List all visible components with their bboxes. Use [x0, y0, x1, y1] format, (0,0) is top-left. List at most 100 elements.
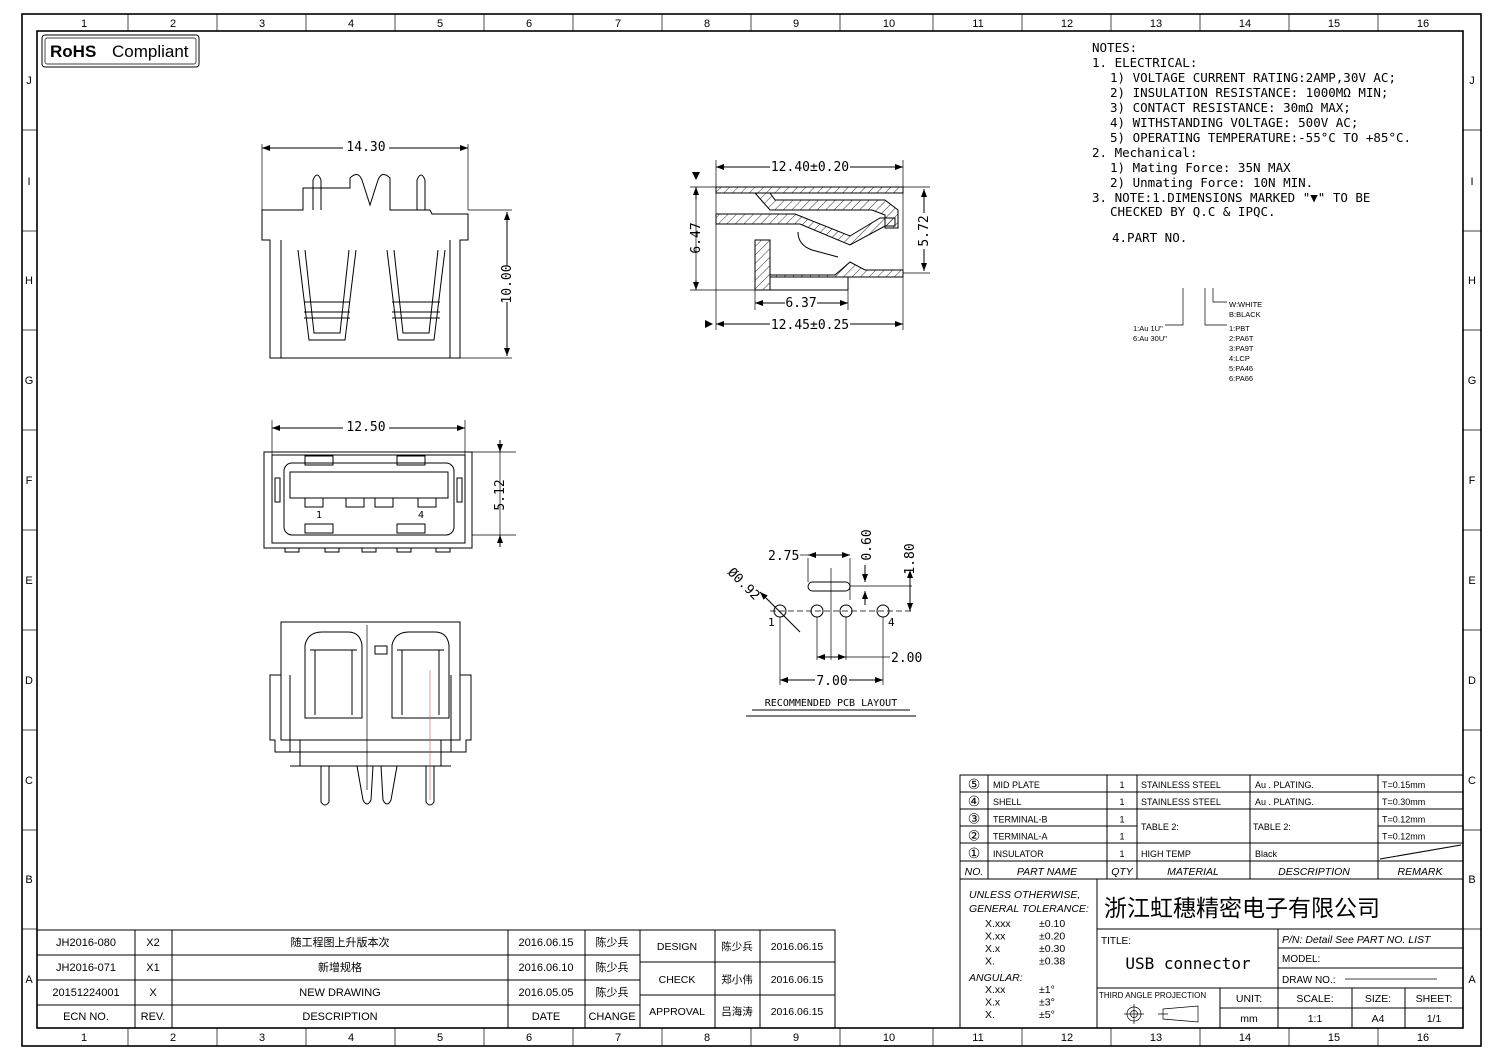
bom-material: HIGH TEMP: [1141, 849, 1191, 859]
dim-front-width: 12.50: [346, 420, 385, 435]
grid-column-label: 15: [1328, 1032, 1340, 1044]
opt-plating-6: 6:Au 30U": [1133, 334, 1167, 343]
grid-column-labels: 1122334455667788991010111112121313141415…: [81, 18, 1429, 1044]
front-pin4-label: 4: [418, 510, 424, 521]
projection-label: THIRD ANGLE PROJECTION: [1099, 991, 1206, 1000]
grid-column-label: 13: [1150, 18, 1162, 30]
grid-column-label: 1: [81, 18, 87, 30]
grid-column-label: 8: [704, 18, 710, 30]
bom-qty: 1: [1119, 797, 1124, 807]
rev-description: 新增规格: [318, 960, 362, 974]
dim-top-height: 10.00: [500, 264, 515, 303]
title-label: TITLE:: [1101, 936, 1131, 947]
rev-number: X: [149, 987, 157, 999]
bom-header-qty: QTY: [1111, 866, 1134, 878]
note-3: 3. NOTE:1.DIMENSIONS MARKED "▼" TO BE: [1092, 190, 1370, 205]
approval-role: APPROVAL: [649, 1006, 705, 1018]
rev-ecn: JH2016-080: [56, 937, 116, 949]
pcb-layout-caption: RECOMMENDED PCB LAYOUT: [765, 698, 897, 709]
grid-column-label: 7: [615, 1032, 621, 1044]
grid-column-label: 6: [526, 1032, 532, 1044]
scale-label: SCALE:: [1296, 993, 1333, 1005]
grid-column-label: 4: [348, 18, 354, 30]
rev-number: X1: [146, 962, 159, 974]
opt-plating-1: 1:Au 1U": [1133, 324, 1163, 333]
grid-column-label: 16: [1417, 1032, 1429, 1044]
front-pin1-label: 1: [316, 510, 322, 521]
note-4: 4.PART NO.: [1112, 230, 1187, 245]
note-1-1: 1) VOLTAGE CURRENT RATING:2AMP,30V AC;: [1110, 70, 1396, 85]
angular-format: X.: [985, 1009, 995, 1021]
size-label: SIZE:: [1365, 993, 1391, 1005]
dim-pcb-pitch: 2.00: [891, 651, 922, 666]
tolerance-line-2: GENERAL TOLERANCE:: [969, 903, 1089, 915]
grid-column-label: 10: [883, 1032, 895, 1044]
dim-pcb-slot-h: 0.60: [860, 529, 875, 560]
rev-ecn: 20151224001: [52, 987, 119, 999]
scale-value: 1:1: [1308, 1013, 1323, 1025]
grid-column-label: 4: [348, 1032, 354, 1044]
sheet-label: SHEET:: [1416, 993, 1453, 1005]
rev-header-ecn: ECN NO.: [63, 1011, 109, 1023]
dim-pcb-span: 7.00: [816, 674, 847, 689]
bom-item-number: ④: [968, 793, 981, 809]
dim-side-right: 5.72: [917, 215, 932, 246]
bottom-view: [269, 621, 472, 806]
grid-column-label: 9: [793, 1032, 799, 1044]
unit-label: UNIT:: [1236, 993, 1262, 1005]
drawing-title: USB connector: [1125, 954, 1251, 973]
note-1-2: 2) INSULATION RESISTANCE: 1000MΩ MIN;: [1110, 85, 1388, 100]
bom-item-number: ②: [968, 828, 981, 844]
bom-material: STAINLESS STEEL: [1141, 797, 1221, 807]
grid-row-label: D: [1468, 675, 1476, 687]
tolerance-value: ±0.38: [1039, 956, 1065, 968]
bom-part-name: TERMINAL-A: [993, 832, 1048, 842]
approval-date: 2016.06.15: [771, 941, 824, 953]
rev-header-date: DATE: [532, 1011, 561, 1023]
dim-pcb-hole: Ø0.92: [724, 565, 762, 603]
bom-remark: T=0.12mm: [1382, 832, 1425, 842]
grid-row-label: C: [1468, 775, 1476, 787]
bom-remark: T=0.15mm: [1382, 780, 1425, 790]
grid-column-label: 11: [972, 18, 983, 30]
bom-item-number: ③: [968, 810, 981, 826]
note-3-cont: CHECKED BY Q.C & IPQC.: [1110, 204, 1276, 219]
note-1-4: 4) WITHSTANDING VOLTAGE: 500V AC;: [1110, 115, 1358, 130]
notes-title: NOTES:: [1092, 40, 1137, 55]
grid-row-label: B: [25, 874, 32, 886]
grid-row-label: H: [1468, 275, 1476, 287]
grid-column-label: 9: [793, 18, 799, 30]
angular-format: X.x: [985, 997, 1001, 1009]
grid-row-label: H: [25, 275, 33, 287]
bom-remark: T=0.12mm: [1382, 814, 1425, 824]
rev-description: NEW DRAWING: [299, 987, 380, 999]
tolerance-angular: ANGULAR:: [968, 972, 1023, 984]
note-2: 2. Mechanical:: [1092, 145, 1197, 160]
grid-row-label: E: [1468, 575, 1475, 587]
part-number: P/N: Detail See PART NO. LIST: [1282, 934, 1432, 946]
grid-row-label: G: [25, 375, 34, 387]
pcb-layout-view: 2.75 0.60 1.80 Ø0.92 1 4 2.00 7.00 RECOM…: [724, 529, 922, 717]
side-section-view: 12.40±0.20 6.47 5.72 6.37 12.45±0.25: [689, 159, 932, 333]
grid-column-label: 12: [1061, 1032, 1073, 1044]
grid-column-label: 2: [170, 1032, 176, 1044]
approval-role: CHECK: [659, 974, 696, 986]
grid-column-label: 6: [526, 18, 532, 30]
grid-row-label: F: [26, 475, 33, 487]
model-label: MODEL:: [1282, 954, 1320, 965]
bom-qty: 1: [1119, 780, 1124, 790]
tolerance-format: X.xx: [985, 931, 1006, 943]
grid-column-label: 7: [615, 18, 621, 30]
bom-header-name: PART NAME: [1017, 866, 1078, 878]
rev-date: 2016.06.10: [518, 962, 573, 974]
grid-column-label: 1: [81, 1032, 87, 1044]
grid-row-label: A: [1468, 974, 1476, 986]
note-1: 1. ELECTRICAL:: [1092, 55, 1197, 70]
